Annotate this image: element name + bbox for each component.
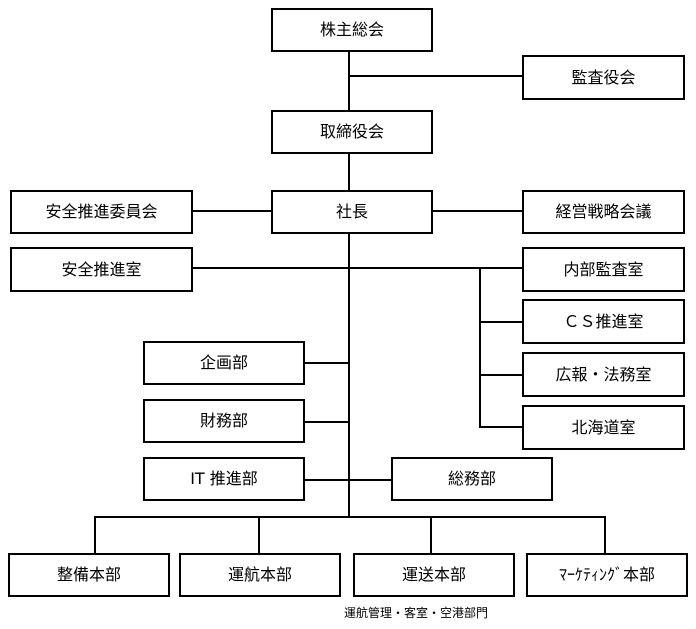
maintenance-drop-line: [94, 516, 96, 554]
it-dept-label: IT 推進部: [190, 469, 258, 488]
pr-legal-office-label: 広報・法務室: [555, 364, 652, 384]
shareholders-meeting-label: 株主総会: [319, 20, 384, 39]
hokkaido-office-label: 北海道室: [571, 417, 636, 437]
board-of-directors-label: 取締役会: [319, 122, 384, 141]
planning-dept-connector: [304, 362, 349, 364]
planning-dept-box: 企画部: [143, 341, 305, 385]
shareholders-meeting-box: 株主総会: [271, 8, 433, 52]
pr-legal-office-box: 広報・法務室: [522, 352, 685, 397]
audit-board-label: 監査役会: [571, 67, 636, 87]
management-strategy-council-box: 経営戦略会議: [522, 190, 685, 234]
internal-audit-office-box: 内部監査室: [522, 247, 685, 292]
cs-office-label: ＣＳ推進室: [563, 311, 644, 331]
cs-office-connector: [479, 321, 523, 323]
general-affairs-dept-label: 総務部: [447, 469, 496, 488]
flight-operations-division-label: 運航本部: [227, 565, 292, 584]
safety-office-box: 安全推進室: [10, 247, 193, 292]
safety-committee-label: 安全推進委員会: [45, 202, 158, 221]
maintenance-division-label: 整備本部: [56, 565, 121, 584]
flight-operations-division-box: 運航本部: [179, 553, 341, 597]
it-general-affairs-connector: [304, 479, 392, 481]
president-label: 社長: [335, 202, 368, 221]
finance-dept-connector: [304, 421, 349, 423]
transportation-drop-line: [430, 516, 432, 554]
safety-committee-box: 安全推進委員会: [10, 190, 193, 234]
maintenance-division-box: 整備本部: [8, 553, 170, 597]
main-trunk-line: [348, 50, 350, 516]
marketing-drop-line: [604, 516, 606, 554]
transportation-division-label: 運送本部: [401, 565, 466, 584]
hokkaido-office-box: 北海道室: [522, 405, 685, 450]
transportation-division-note: 運航管理・客室・空港部門: [344, 606, 489, 620]
general-affairs-dept-box: 総務部: [391, 457, 553, 501]
cs-office-box: ＣＳ推進室: [522, 299, 685, 344]
safety-office-label: 安全推進室: [61, 259, 142, 279]
flight-operations-drop-line: [258, 516, 260, 554]
audit-board-box: 監査役会: [522, 55, 685, 100]
management-strategy-council-label: 経営戦略会議: [555, 202, 652, 221]
internal-audit-office-label: 内部監査室: [563, 259, 644, 279]
divisions-bus-line: [94, 516, 605, 518]
marketing-division-box: ﾏｰｹﾃｨﾝｸﾞ本部: [526, 553, 688, 597]
finance-dept-box: 財務部: [143, 399, 305, 443]
staff-offices-branch-line: [479, 267, 481, 427]
hokkaido-office-connector: [479, 426, 523, 428]
pr-legal-office-connector: [479, 374, 523, 376]
board-of-directors-box: 取締役会: [271, 110, 433, 154]
planning-dept-label: 企画部: [199, 353, 248, 372]
transportation-division-box: 運送本部: [353, 553, 515, 597]
finance-dept-label: 財務部: [199, 411, 248, 430]
president-box: 社長: [271, 190, 433, 234]
safety-audit-connector: [192, 267, 523, 269]
it-dept-box: IT 推進部: [143, 457, 305, 501]
marketing-division-label: ﾏｰｹﾃｨﾝｸﾞ本部: [558, 565, 655, 584]
audit-board-connector: [349, 75, 523, 77]
